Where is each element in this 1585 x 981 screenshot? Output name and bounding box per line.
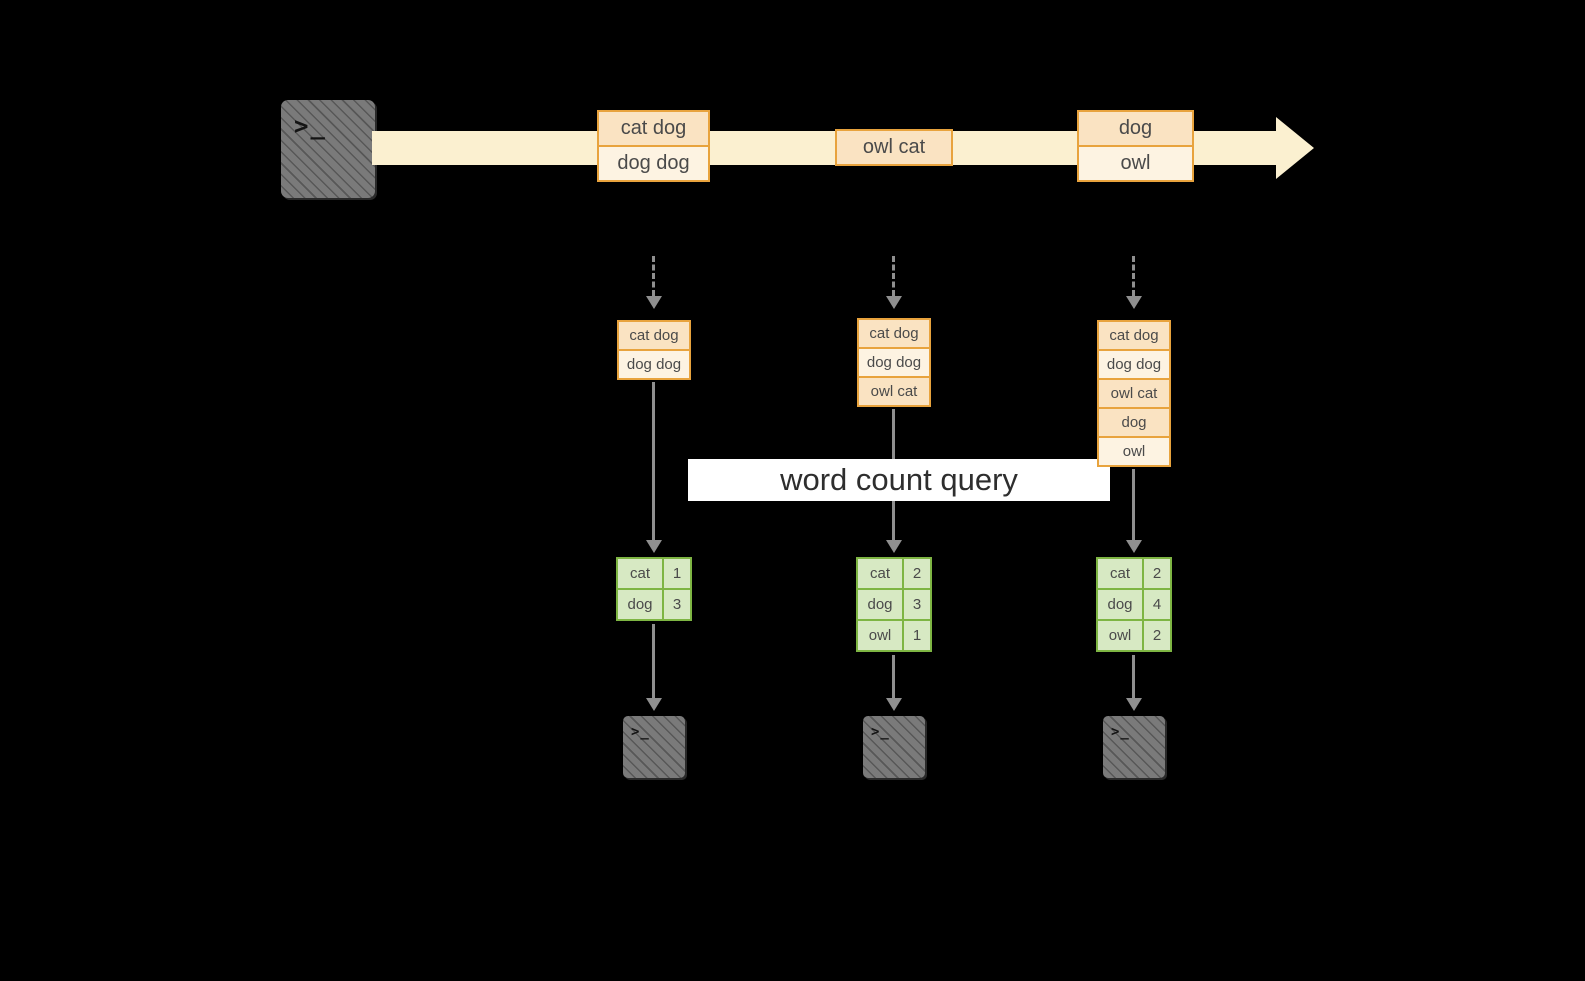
stream-record: cat dog: [597, 110, 710, 147]
record-buffer-snapshot-2: cat dog dog dog owl cat: [857, 318, 931, 407]
word-cell: dog: [1098, 590, 1142, 619]
sink-terminal-icon: >_: [863, 716, 925, 778]
arrow-head-icon: [886, 698, 902, 711]
arrow-head-icon: [646, 540, 662, 553]
stream-record: owl cat: [835, 129, 953, 166]
terminal-prompt-icon: >_: [871, 724, 890, 740]
stream-record: dog dog: [597, 145, 710, 182]
count-cell: 1: [664, 559, 690, 588]
query-banner: word count query: [688, 459, 1110, 501]
arrow-line: [1132, 469, 1135, 540]
buffer-record: owl cat: [1097, 378, 1171, 409]
arrow-head-icon: [1126, 698, 1142, 711]
arrow-line: [892, 655, 895, 698]
buffer-record: cat dog: [1097, 320, 1171, 351]
query-banner-label: word count query: [780, 462, 1018, 497]
word-cell: cat: [618, 559, 662, 588]
wordcount-table-1: cat 1 dog 3: [616, 557, 692, 621]
buffer-record: owl: [1097, 436, 1171, 467]
count-cell: 3: [904, 590, 930, 619]
buffer-record: cat dog: [857, 318, 931, 349]
terminal-prompt-icon: >_: [1111, 724, 1130, 740]
count-cell: 2: [1144, 559, 1170, 588]
dashed-arrow-line: [892, 256, 895, 296]
arrow-head-icon: [886, 540, 902, 553]
word-cell: dog: [618, 590, 662, 619]
sink-terminal-icon: >_: [1103, 716, 1165, 778]
word-cell: owl: [858, 621, 902, 650]
terminal-prompt-icon: >_: [631, 724, 650, 740]
word-cell: dog: [858, 590, 902, 619]
buffer-record: dog: [1097, 407, 1171, 438]
arrow-head-icon: [646, 296, 662, 309]
word-cell: cat: [1098, 559, 1142, 588]
buffer-record: dog dog: [857, 347, 931, 378]
count-cell: 4: [1144, 590, 1170, 619]
word-cell: owl: [1098, 621, 1142, 650]
arrow-line: [652, 624, 655, 698]
source-terminal-icon: >_: [281, 100, 375, 198]
count-cell: 1: [904, 621, 930, 650]
count-cell: 2: [904, 559, 930, 588]
wordcount-table-2: cat 2 dog 3 owl 1: [856, 557, 932, 652]
stream-record: owl: [1077, 145, 1194, 182]
count-cell: 2: [1144, 621, 1170, 650]
arrow-head-icon: [1126, 296, 1142, 309]
stream-arrow-head-icon: [1276, 117, 1314, 179]
buffer-record: dog dog: [1097, 349, 1171, 380]
record-buffer-snapshot-1: cat dog dog dog: [617, 320, 691, 380]
arrow-head-icon: [886, 296, 902, 309]
buffer-record: dog dog: [617, 349, 691, 380]
arrow-head-icon: [646, 698, 662, 711]
arrow-head-icon: [1126, 540, 1142, 553]
dashed-arrow-line: [1132, 256, 1135, 296]
arrow-line: [652, 382, 655, 540]
buffer-record: cat dog: [617, 320, 691, 351]
sink-terminal-icon: >_: [623, 716, 685, 778]
dashed-arrow-line: [652, 256, 655, 296]
buffer-record: owl cat: [857, 376, 931, 407]
count-cell: 3: [664, 590, 690, 619]
stream-record: dog: [1077, 110, 1194, 147]
arrow-line: [1132, 655, 1135, 698]
word-cell: cat: [858, 559, 902, 588]
record-buffer-snapshot-3: cat dog dog dog owl cat dog owl: [1097, 320, 1171, 467]
terminal-prompt-icon: >_: [294, 112, 327, 140]
wordcount-table-3: cat 2 dog 4 owl 2: [1096, 557, 1172, 652]
